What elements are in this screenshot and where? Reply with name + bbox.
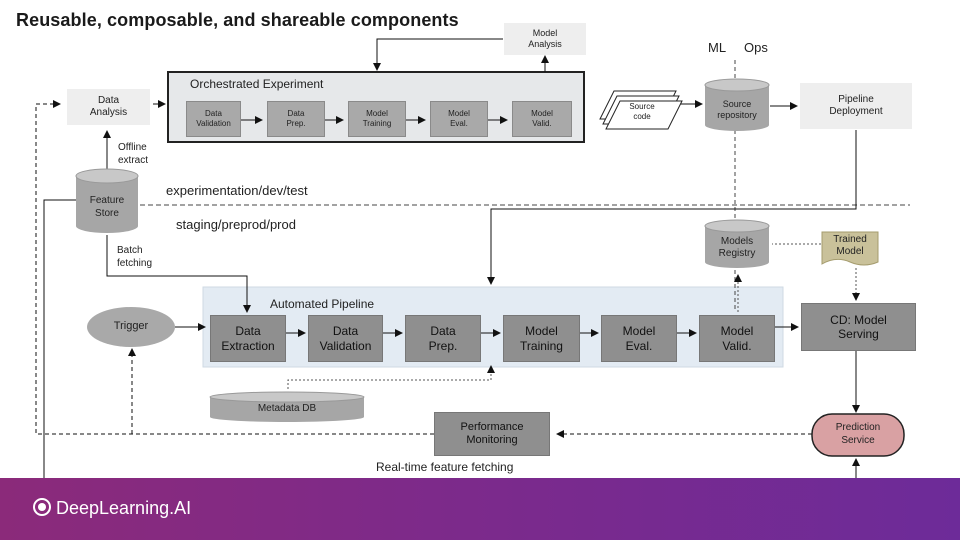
- source-code-icon: [599, 90, 683, 130]
- feature-store-cylinder: [75, 168, 139, 233]
- source-code-label: Source code: [629, 102, 655, 121]
- pipeline-step-data-validation: Data Validation: [308, 315, 383, 362]
- footer-brand: DeepLearning.AI: [56, 498, 192, 518]
- batch-fetching-label: Batch fetching: [117, 245, 153, 269]
- pipeline-step-model-eval: Model Eval.: [601, 315, 677, 362]
- models-registry-cylinder: [704, 219, 770, 268]
- pipeline-step-model-training: Model Training: [503, 315, 580, 362]
- pipeline-step-data-extraction: Data Extraction: [210, 315, 286, 362]
- data-analysis-node: Data Analysis: [67, 89, 150, 125]
- trigger-label: Trigger: [113, 320, 149, 332]
- models-registry-label: Models Registry: [718, 236, 756, 259]
- experiment-step-model-valid: Model Valid.: [512, 101, 572, 137]
- pipeline-step-data-prep: Data Prep.: [405, 315, 481, 362]
- experimentation-label: experimentation/dev/test: [166, 183, 308, 198]
- staging-label: staging/preprod/prod: [176, 217, 296, 232]
- pipeline-step-model-valid: Model Valid.: [699, 315, 775, 362]
- trained-model-shape: [821, 231, 879, 266]
- performance-monitoring-node: Performance Monitoring: [434, 412, 550, 456]
- pipeline-title: Automated Pipeline: [270, 297, 375, 311]
- cd-model-serving-node: CD: Model Serving: [801, 303, 916, 351]
- prediction-service-shape: [811, 413, 905, 457]
- source-repository-cylinder: [704, 78, 770, 131]
- experiment-step-data-prep: Data Prep.: [267, 101, 325, 137]
- trained-model-label: Trained Model: [833, 234, 867, 257]
- realtime-fetching-label: Real-time feature fetching: [376, 460, 514, 474]
- experiment-title: Orchestrated Experiment: [190, 77, 324, 91]
- source-repository-label: Source repository: [717, 99, 757, 120]
- deeplearning-logo-icon: [33, 498, 51, 516]
- experiment-step-model-training: Model Training: [348, 101, 406, 137]
- offline-extract-label: Offline extract: [118, 142, 149, 166]
- experiment-step-model-eval: Model Eval.: [430, 101, 488, 137]
- footer-bar: [0, 478, 960, 540]
- slide-title: Reusable, composable, and shareable comp…: [16, 10, 459, 30]
- metadata-db-label: Metadata DB: [257, 403, 317, 414]
- trigger-shape: [87, 307, 175, 347]
- model-analysis-node: Model Analysis: [504, 23, 586, 55]
- experiment-step-data-validation: Data Validation: [186, 101, 241, 137]
- ml-label: ML: [708, 40, 727, 55]
- ops-label: Ops: [744, 40, 768, 55]
- feature-store-label: Feature Store: [89, 195, 125, 219]
- prediction-service-label: Prediction Service: [835, 422, 881, 446]
- metadata-db-cylinder: [209, 391, 365, 422]
- pipeline-deployment-node: Pipeline Deployment: [800, 83, 912, 129]
